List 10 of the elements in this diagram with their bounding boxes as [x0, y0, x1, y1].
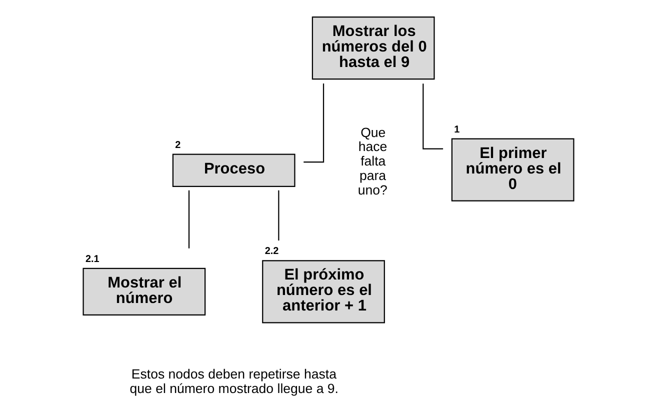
label: Que hace falta para uno?	[358, 124, 388, 198]
connector	[304, 84, 324, 163]
node-label: 1	[454, 124, 460, 136]
connector	[278, 190, 280, 241]
node-label: 2	[175, 140, 181, 151]
connector	[422, 84, 444, 150]
node-label: 2.2	[264, 246, 279, 258]
connector	[188, 190, 190, 248]
label: Estos nodos deben repetirse hasta que el número mostrado llegue a 9.	[130, 366, 338, 396]
node-label: 2.1	[86, 254, 100, 265]
